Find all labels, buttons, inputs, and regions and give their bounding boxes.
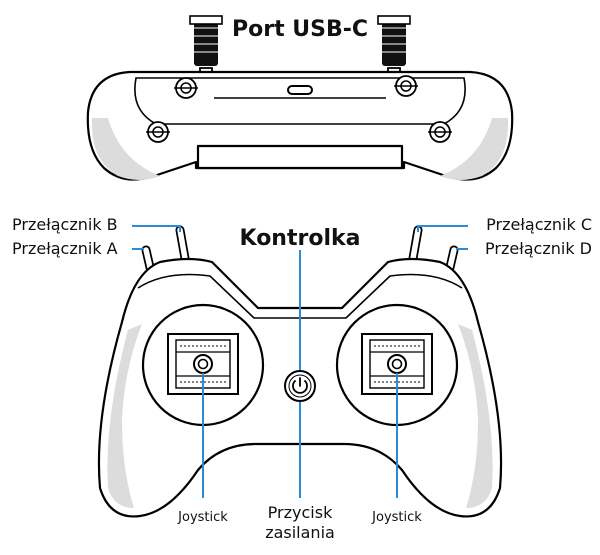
leader-switch-b — [132, 225, 181, 232]
top-switch-c — [394, 75, 418, 97]
usb-c-port — [287, 85, 313, 95]
top-bottom-tab — [196, 144, 404, 170]
top-switch-a — [146, 121, 170, 143]
joystick-right-label: Joystick — [371, 510, 422, 525]
top-grip-shade-left — [91, 118, 160, 180]
leader-lines — [132, 225, 468, 498]
top-switch-d — [428, 121, 452, 143]
power-icon — [292, 377, 308, 394]
switch-c-label: Przełącznik C — [486, 215, 592, 234]
switch-d-label: Przełącznik D — [485, 239, 592, 258]
power-label-line1: Przycisk — [268, 503, 333, 522]
switch-b-label: Przełącznik B — [12, 215, 118, 234]
power-label-line2: zasilania — [265, 523, 335, 542]
top-grip-shade-right — [440, 118, 509, 180]
top-body-outline — [86, 70, 514, 181]
controller-top-view: Port USB-C — [86, 15, 514, 181]
front-grip-shade-right — [458, 324, 493, 508]
controller-front-view: Przełącznik B Przełącznik A Przełącznik … — [12, 215, 592, 542]
leader-switch-c — [417, 225, 468, 232]
joystick-right — [361, 333, 433, 395]
antenna-right — [377, 15, 411, 81]
switch-a-label: Przełącznik A — [12, 239, 118, 258]
indicator-label: Kontrolka — [240, 226, 361, 251]
antenna-left — [189, 15, 223, 81]
joystick-left-label: Joystick — [177, 510, 228, 525]
front-grip-shade-left — [107, 324, 142, 508]
top-switch-b — [174, 77, 198, 99]
usb-port-label: Port USB-C — [232, 17, 368, 42]
